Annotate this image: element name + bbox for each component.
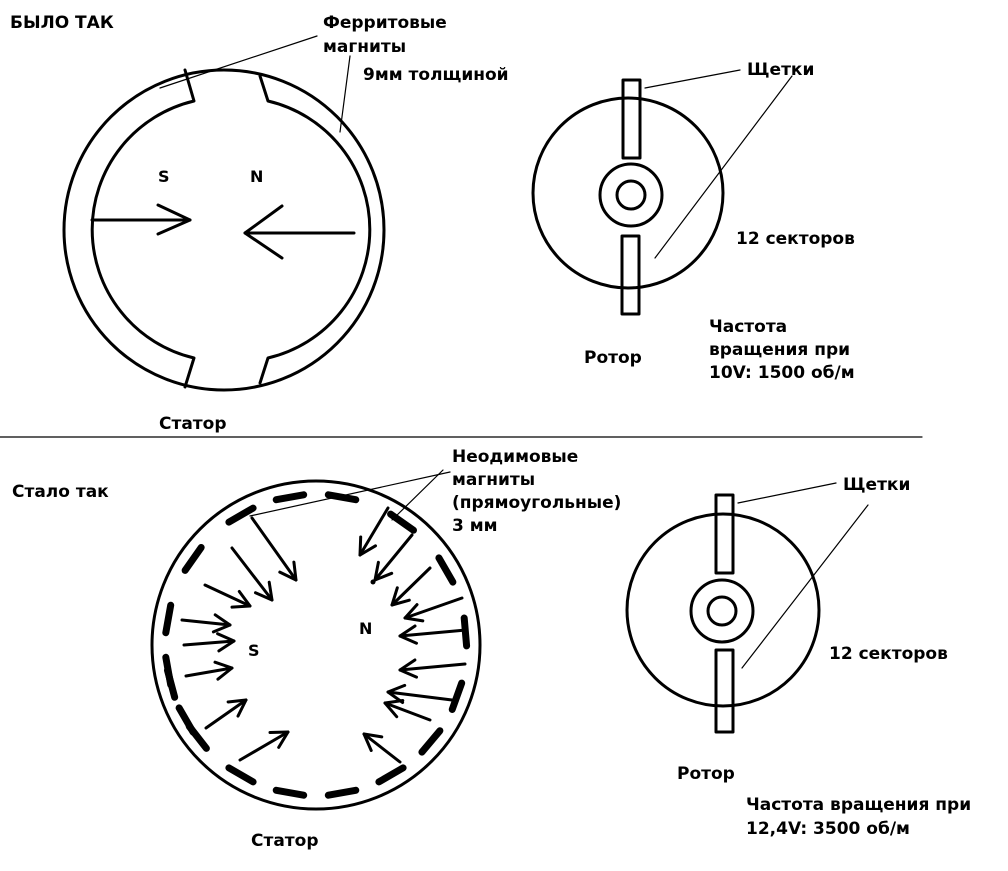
neodymium-magnet [387, 510, 417, 534]
old-bottom-brush [620, 234, 641, 316]
neodymium-magnet [418, 727, 444, 756]
old-speed-line1: Частота [709, 317, 787, 337]
flux-arrow [250, 516, 298, 582]
old-n-arrow [243, 204, 356, 260]
old-speed-line3: 10V: 1500 об/м [709, 363, 855, 383]
new-magnets-label-line1: Неодимовые [452, 447, 578, 467]
old-rotor-label: Ротор [584, 348, 642, 368]
flux-arrow [398, 658, 467, 679]
new-magnet-leader-long [391, 469, 444, 521]
flux-arrow [390, 566, 432, 607]
new-rotor-circle [625, 512, 821, 708]
neodymium-magnet [375, 764, 407, 786]
old-pole-s: S [158, 167, 170, 186]
old-rotor-circle [531, 96, 725, 290]
old-magnet-leader-line [159, 35, 318, 89]
new-neodymium-magnets [162, 491, 471, 799]
new-brush-leader-short [737, 482, 837, 504]
old-brushes-label: Щетки [747, 60, 814, 80]
old-heading: БЫЛО ТАК [10, 13, 114, 33]
new-speed-line1: Частота вращения при [746, 795, 971, 815]
flux-arrow [386, 683, 454, 704]
new-pole-s: S [248, 641, 260, 660]
flux-arrow [230, 546, 274, 602]
neodymium-magnet [272, 491, 308, 504]
neodymium-magnet [460, 614, 471, 650]
new-brush-leader-long [741, 504, 869, 669]
flux-arrow [203, 583, 252, 609]
old-rotor-shaft-inner [615, 179, 647, 211]
old-brush-leader-long [654, 75, 793, 259]
flux-arrow [362, 732, 402, 764]
neodymium-magnet [324, 786, 360, 799]
new-magnets-label-line2: магниты [452, 470, 535, 490]
old-brush-leader-short [644, 69, 741, 89]
flux-arrow [180, 613, 232, 634]
new-rotor-label: Ротор [677, 764, 735, 784]
old-thickness-label: 9мм толщиной [363, 65, 509, 85]
old-sectors-label: 12 секторов [736, 229, 855, 249]
new-heading: Стало так [12, 482, 109, 502]
old-stator-outer-ring [62, 68, 386, 392]
flux-arrow [358, 506, 390, 557]
neodymium-magnet [162, 601, 175, 637]
center-dot [370, 579, 376, 585]
old-s-arrow [90, 203, 192, 236]
new-magnet-leader-short [249, 471, 451, 517]
new-magnet-arrows [180, 506, 468, 764]
old-thickness-leader-line [339, 55, 351, 133]
new-brushes-label: Щетки [843, 475, 910, 495]
flux-arrow [403, 596, 464, 623]
old-pole-n: N [250, 167, 263, 186]
neodymium-magnet [435, 554, 457, 586]
flux-arrow [373, 533, 414, 582]
flux-arrow [204, 698, 248, 730]
new-stator-label: Статор [251, 831, 319, 851]
neodymium-magnet [225, 504, 257, 526]
flux-arrow [182, 632, 236, 653]
new-rotor-shaft-outer [689, 578, 755, 644]
flux-arrow [238, 730, 290, 762]
new-magnets-label-line4: 3 мм [452, 516, 498, 536]
neodymium-magnet [164, 666, 179, 701]
neodymium-magnet [225, 764, 257, 786]
new-rotor-shaft-inner [706, 595, 738, 627]
neodymium-magnet [185, 722, 210, 752]
flux-arrow [398, 624, 468, 645]
old-right-ferrite-magnet [258, 74, 372, 385]
old-magnets-label-line2: магниты [323, 37, 406, 57]
old-left-ferrite-magnet [90, 68, 196, 389]
new-sectors-label: 12 секторов [829, 644, 948, 664]
new-speed-line2: 12,4V: 3500 об/м [746, 819, 910, 839]
neodymium-magnet [181, 544, 205, 574]
new-magnets-label-line3: (прямоугольные) [452, 493, 621, 513]
neodymium-magnet [272, 786, 308, 799]
new-pole-n: N [359, 619, 372, 638]
new-stator-ring [150, 479, 482, 811]
flux-arrow [184, 660, 234, 681]
old-magnets-label-line1: Ферритовые [323, 13, 447, 33]
old-stator-label: Статор [159, 414, 227, 434]
old-speed-line2: вращения при [709, 340, 850, 360]
neodymium-magnet [324, 491, 360, 504]
new-bottom-brush [714, 648, 735, 734]
flux-arrow [383, 699, 432, 722]
new-top-brush [714, 493, 735, 575]
neodymium-magnet [448, 679, 466, 713]
old-rotor-shaft-outer [598, 162, 664, 228]
old-top-brush [621, 78, 642, 160]
